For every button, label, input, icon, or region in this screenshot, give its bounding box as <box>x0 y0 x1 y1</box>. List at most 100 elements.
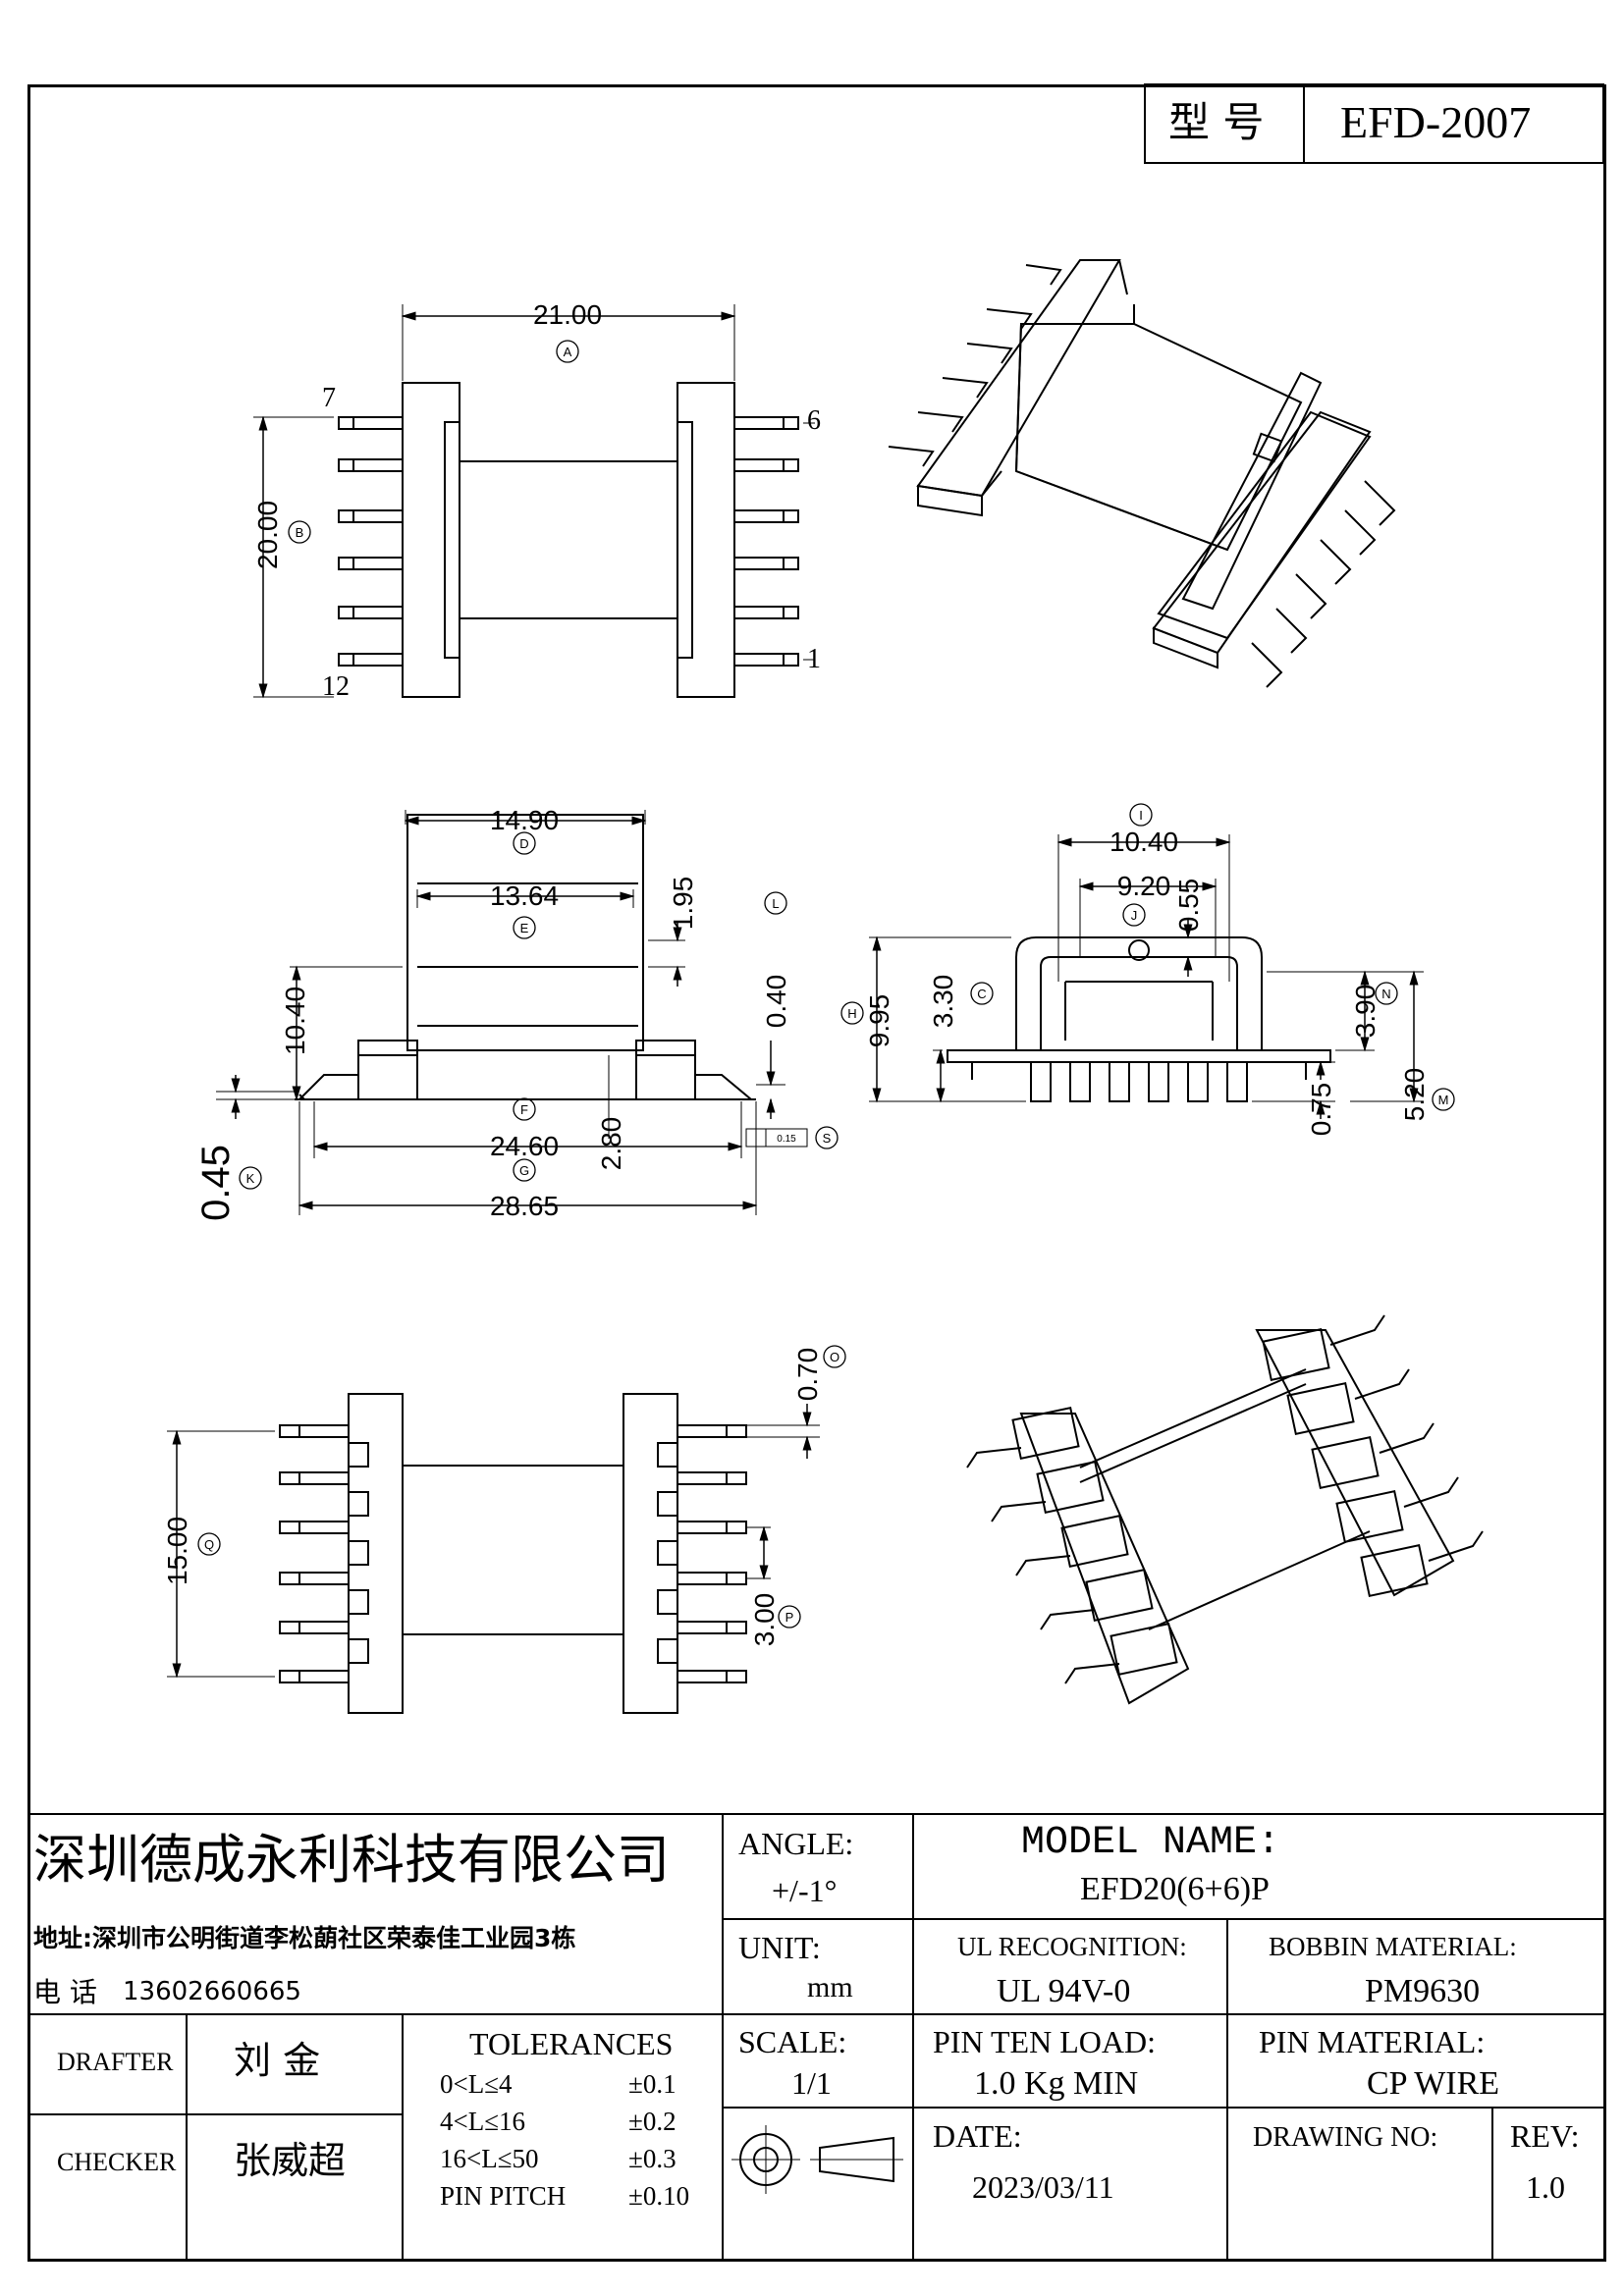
ref-s-label: S <box>823 1131 832 1146</box>
side-view <box>869 834 1424 1119</box>
dim-2865-text: 28.65 <box>490 1191 559 1221</box>
tolerance-range-2: 4<L≤16 <box>440 2107 526 2136</box>
dim-045-text: 0.45 <box>194 1145 238 1221</box>
dim-040-text: 0.40 <box>761 975 791 1029</box>
date-label: DATE: <box>933 2118 1022 2154</box>
phone-number: 13602660665 <box>123 1977 301 2006</box>
ref-circle-o <box>823 1345 846 1368</box>
pin-1-label: 1 <box>807 644 821 674</box>
front-dim-1040-text: 10.40 <box>280 987 310 1055</box>
side-dim-055-text: 0.55 <box>1173 879 1204 933</box>
ref-g-label: G <box>519 1163 529 1178</box>
pin-7-label: 7 <box>322 383 336 413</box>
side-dim-995-text: 9.95 <box>864 994 894 1048</box>
bottom-view-left-notches <box>348 1442 369 1664</box>
dim-2460-text: 24.60 <box>490 1131 559 1161</box>
bobbin-material-value: PM9630 <box>1365 1973 1481 2009</box>
bottom-view-pins-left <box>279 1424 350 1683</box>
ref-circle-h <box>840 1001 864 1025</box>
date-value: 2023/03/11 <box>972 2169 1114 2205</box>
tolerance-value-4: ±0.10 <box>628 2181 690 2211</box>
iso2-pins-left <box>966 1447 1120 1684</box>
title-block-grid <box>27 1813 1606 2262</box>
ref-n-label: N <box>1381 987 1390 1001</box>
ref-circle-e <box>513 916 536 939</box>
ref-circle-k <box>239 1166 262 1190</box>
scale-label: SCALE: <box>738 2024 847 2059</box>
dim-280-text: 2.80 <box>596 1117 626 1171</box>
side-dim-390-text: 3.90 <box>1350 985 1380 1039</box>
tolerance-value-1: ±0.1 <box>628 2069 677 2099</box>
side-dim-920-text: 9.20 <box>1117 871 1171 901</box>
bottom-view-pins-right <box>677 1424 747 1683</box>
unit-label: UNIT: <box>738 1930 821 1965</box>
ref-a-label: A <box>564 345 572 359</box>
angle-value: +/-1° <box>772 1873 838 1908</box>
ref-p-label: P <box>785 1610 794 1625</box>
ref-d-label: D <box>519 836 528 851</box>
tolerance-value-2: ±0.2 <box>628 2107 677 2136</box>
ref-i-label: I <box>1139 808 1143 823</box>
ref-e-label: E <box>520 921 529 935</box>
bottom-dim-300-text: 3.00 <box>749 1593 780 1647</box>
ref-m-label: M <box>1438 1093 1449 1107</box>
ref-c-label: C <box>977 987 986 1001</box>
ref-f-label: F <box>520 1102 528 1117</box>
side-dim-330-text: 3.30 <box>928 975 958 1029</box>
ref-j-label: J <box>1131 908 1138 923</box>
iso2-blocks-left <box>1011 1407 1178 1676</box>
ref-circle-g <box>513 1158 536 1182</box>
checker-name: 张威超 <box>234 2139 347 2182</box>
top-view-pins-left <box>338 416 404 667</box>
isometric-view-bottom <box>966 1314 1484 1705</box>
ref-circle-b <box>288 520 311 544</box>
ref-circle-c <box>970 982 994 1005</box>
tolerance-value-3: ±0.3 <box>628 2144 677 2173</box>
side-dim-520-text: 5.20 <box>1399 1068 1430 1122</box>
dim-195-text: 1.95 <box>668 877 698 931</box>
pin-material-label: PIN MATERIAL: <box>1259 2024 1486 2059</box>
bottom-view-right-notches <box>657 1442 678 1664</box>
tolerance-range-3: 16<L≤50 <box>440 2144 539 2173</box>
model-type-value: EFD-2007 <box>1340 97 1532 147</box>
ref-o-label: O <box>830 1350 839 1364</box>
reference-circles <box>197 340 1455 1629</box>
side-view-pins <box>1030 1061 1248 1102</box>
checker-label: CHECKER <box>57 2148 177 2176</box>
ref-circle-p <box>778 1605 801 1629</box>
bottom-view <box>167 1393 820 1714</box>
ref-circle-f <box>513 1097 536 1121</box>
ref-circle-j <box>1122 903 1146 927</box>
bottom-dim-1500-text: 15.00 <box>162 1517 192 1585</box>
tolerance-015-text: 0.15 <box>777 1134 796 1145</box>
ref-circle-s <box>815 1126 839 1149</box>
drawing-sheet-border <box>27 84 1606 2262</box>
ref-b-label: B <box>296 525 304 540</box>
bottom-dim-070-text: 0.70 <box>792 1348 823 1402</box>
rev-value: 1.0 <box>1526 2169 1565 2205</box>
iso2-pins-right <box>1329 1314 1484 1562</box>
ref-h-label: H <box>847 1006 856 1021</box>
model-name-value: EFD20(6+6)P <box>1080 1871 1270 1907</box>
dim-d-text: 14.90 <box>490 805 559 835</box>
model-type-label: 型 号 <box>1168 98 1265 146</box>
pin-6-label: 6 <box>807 405 821 436</box>
rev-label: REV: <box>1510 2118 1580 2154</box>
ul-recognition-value: UL 94V-0 <box>997 1973 1131 2009</box>
ref-circle-i <box>1129 803 1153 827</box>
dim-b-text: 20.00 <box>252 501 283 569</box>
ref-circle-l <box>764 891 787 915</box>
tolerance-range-1: 0<L≤4 <box>440 2069 513 2099</box>
pin-load-label: PIN TEN LOAD: <box>933 2024 1156 2059</box>
company-name: 深圳德成永利科技有限公司 <box>33 1829 670 1891</box>
pin-material-value: CP WIRE <box>1367 2065 1500 2102</box>
ref-circle-n <box>1375 982 1398 1005</box>
side-dim-075-text: 0.75 <box>1306 1083 1336 1137</box>
front-view <box>216 810 808 1215</box>
pin-12-label: 12 <box>322 671 350 702</box>
iso2-blocks-right <box>1262 1328 1429 1597</box>
scale-value: 1/1 <box>791 2065 832 2101</box>
phone-label: 电 话 <box>33 1976 97 2008</box>
drafter-name: 刘 金 <box>234 2039 321 2082</box>
